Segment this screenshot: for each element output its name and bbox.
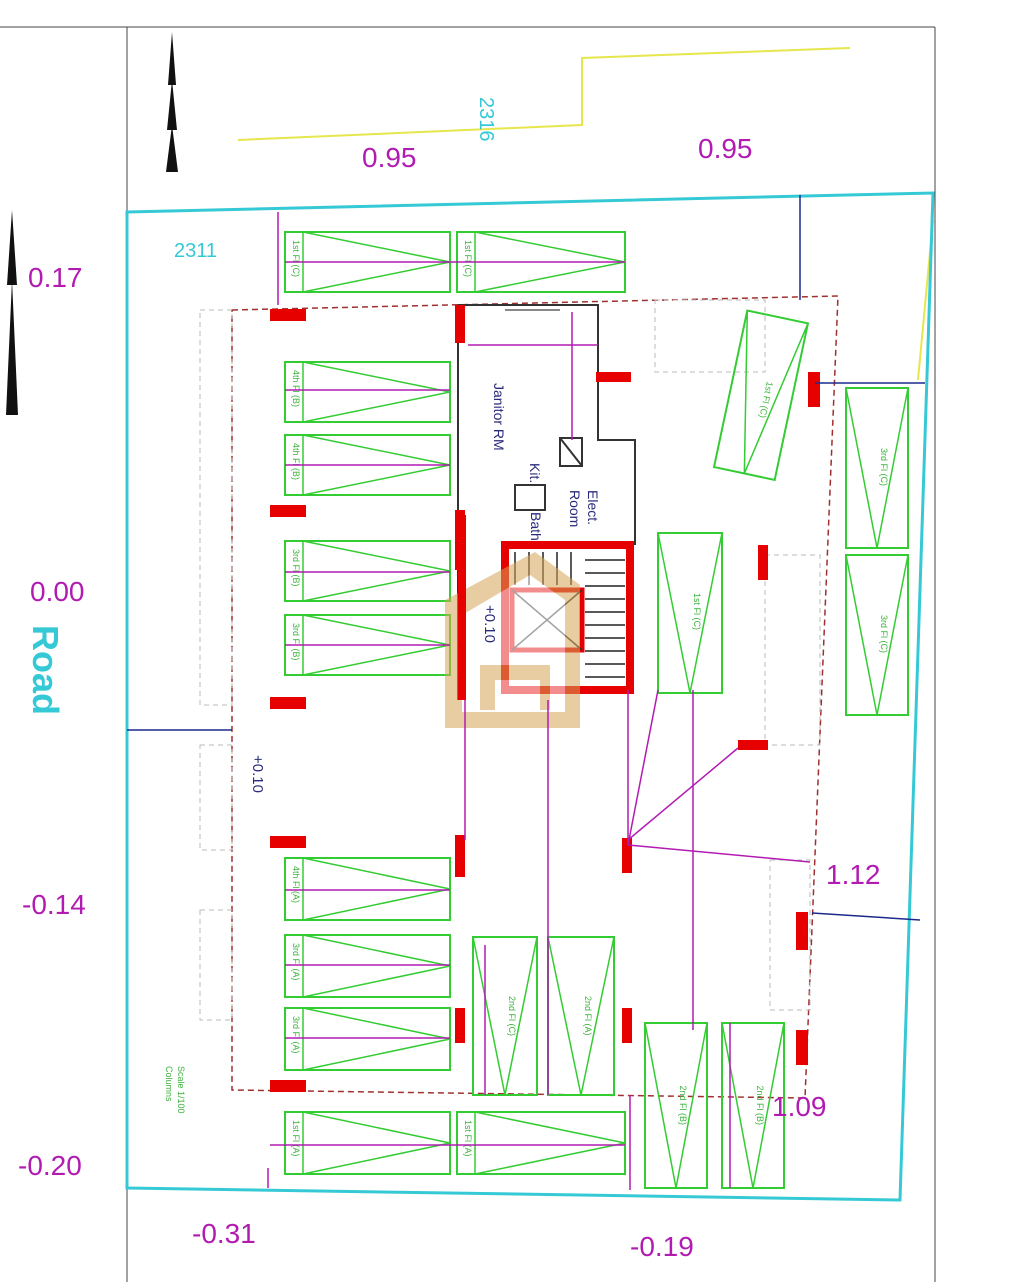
parking-stall-label: 1st Fl (C) [692,593,702,630]
column [622,1008,632,1043]
parking-stall-label: 2nd Fl (A) [583,996,593,1036]
parking-stall: 2nd Fl (C) [472,936,538,1096]
column [796,912,808,950]
room-janitor: Janitor RM [491,383,507,451]
level-left-upper: 0.17 [28,262,83,293]
spot-level-stair: +0.10 [481,605,498,643]
dimension-line [627,747,739,841]
column [622,838,632,873]
level-right-mid: 1.12 [826,859,881,890]
parking-stall-label: 4th Fl (A) [291,866,301,903]
parking-stall: 3rd Fl (B) [284,540,451,602]
parking-stall: 1st Fl (C) [657,532,723,694]
column [455,835,465,877]
plot-number-west: 2311 [174,240,217,262]
parking-stall: 3rd Fl (A) [284,934,451,998]
parking-stall-label: 3rd Fl (C) [879,448,889,486]
column [796,1030,808,1065]
column [270,836,306,848]
parking-stall-label: 4th Fl (B) [291,443,301,480]
parking-stall-label: 3rd Fl (B) [291,549,301,587]
dimension-lines [267,212,811,1190]
watermark-logo [445,552,580,728]
setback-dimensions [127,195,925,921]
parking-stall-label: 1st Fl (C) [291,240,301,277]
plot-boundary [125,191,935,1202]
level-left-middle: 0.00 [30,576,85,607]
column [455,1008,465,1043]
spot-level-entry: +0.10 [249,755,266,793]
scale-note-line1: Scale 1/100 [176,1066,186,1114]
parking-stall: 1st Fl (A) [456,1111,626,1175]
parking-stall-label: 2nd Fl (C) [507,996,517,1036]
parking-stall: 2nd Fl (B) [644,1022,708,1189]
column [808,372,820,407]
parking-stall: 2nd Fl (A) [547,936,615,1096]
parking-stall-label: 4th Fl (B) [291,370,301,407]
column [738,740,768,750]
plot-number-north: 2316 [475,97,497,142]
room-elec-line1: Elect. [585,490,601,525]
parking-stall-label: 3rd Fl (C) [879,615,889,653]
parking-stall: 2nd Fl (B) [721,1022,785,1189]
north-arrow-icon [6,210,18,415]
parking-stall-label: 3rd Fl (A) [291,1016,301,1054]
parking-stall: 3rd Fl (C) [845,387,909,549]
column [270,697,306,709]
level-right-lower: 1.09 [772,1091,827,1122]
parking-stall-label: 1st Fl (A) [291,1120,301,1157]
road-label: Road [25,625,66,715]
parking-stall: 3rd Fl (C) [845,554,909,716]
parking-stall-label: 2nd Fl (B) [755,1086,765,1126]
neighbor-boundary-line [237,47,851,141]
room-bath: Bath [528,512,544,541]
level-top-right: 0.95 [698,133,753,164]
parking-stall-label: 1st Fl (C) [757,381,774,419]
parking-stall-label: 3rd Fl (B) [291,623,301,661]
parking-stall-label: 1st Fl (A) [463,1120,473,1157]
column [596,372,631,382]
north-arrow-icon [166,32,178,172]
parking-stall: 1st Fl (A) [284,1111,451,1175]
parking-stall: 4th Fl (B) [284,361,451,423]
parking-stall-label: 2nd Fl (B) [678,1086,688,1126]
level-left-bottom: -0.20 [18,1150,82,1181]
level-bottom-left: -0.31 [192,1218,256,1249]
structural-columns [270,305,820,1092]
level-left-lower: -0.14 [22,889,86,920]
column [758,545,768,580]
column [455,305,465,343]
room-elec-line2: Room [567,490,583,527]
column [270,1080,306,1092]
parking-stall: 3rd Fl (A) [284,1007,451,1071]
column [270,309,306,321]
dimension-line [627,689,659,846]
parking-stall: 1st Fl (C) [712,309,810,482]
level-bottom-mid: -0.19 [630,1231,694,1262]
column [270,505,306,517]
parking-stalls: 1st Fl (C) 1st Fl (C) 4th Fl (B) 4th Fl (B)… [284,231,909,1189]
scale-note-line2: Columns [164,1066,174,1102]
room-kit: Kit. [527,463,543,483]
parking-stall: 4th Fl (A) [284,857,451,921]
parking-stall-label: 1st Fl (C) [463,240,473,277]
level-top-left: 0.95 [362,142,417,173]
dimension-line [627,844,811,863]
parking-stall-label: 3rd Fl (A) [291,943,301,981]
